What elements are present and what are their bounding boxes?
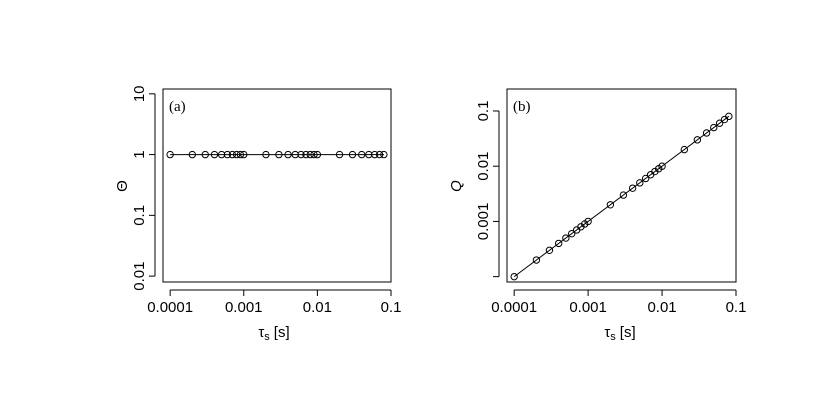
data-point-a <box>306 150 314 159</box>
y-axis-label-a: Θ <box>114 180 131 192</box>
marks-b <box>510 112 733 281</box>
x-tick-label-a: 0.1 <box>381 299 402 316</box>
data-point-a <box>335 150 344 159</box>
x-ticks-a: 0.0001 0.001 0.01 0.1 <box>147 289 402 316</box>
data-point-a <box>365 150 373 159</box>
data-point-b <box>636 179 644 187</box>
panel-label-a: (a) <box>169 99 186 115</box>
y-tick-label-b: 0.001 <box>475 203 492 241</box>
data-point-a <box>236 150 245 159</box>
data-point-a <box>188 150 196 159</box>
plot-frame-b <box>506 88 737 283</box>
x-axis-symbol-a: τ <box>258 324 264 341</box>
data-point-b <box>641 174 650 183</box>
data-point-a <box>217 150 226 159</box>
x-tick-label-b: 0.001 <box>569 299 607 316</box>
y-tick-label-a: 10 <box>131 85 148 102</box>
marks-a <box>166 150 388 159</box>
data-point-b <box>628 184 637 192</box>
x-tick-label-a: 0.01 <box>303 299 332 316</box>
x-axis-unit-a: [s] <box>274 324 290 341</box>
y-tick-label-a: 0.1 <box>131 205 148 226</box>
x-tick-label-b: 0.1 <box>726 299 747 316</box>
y-tick-label-b: 0.01 <box>475 152 492 181</box>
x-axis-label-a: τs [s] <box>258 324 289 343</box>
data-point-b <box>545 246 554 254</box>
x-tick-label-a: 0.0001 <box>147 299 193 316</box>
data-point-a <box>240 150 248 159</box>
data-point-a <box>310 150 318 159</box>
data-point-a <box>232 150 241 159</box>
data-point-a <box>358 150 366 159</box>
data-point-b <box>606 201 615 209</box>
data-point-a <box>201 150 209 159</box>
data-point-b <box>658 162 666 170</box>
data-point-b <box>702 129 711 137</box>
data-point-b <box>715 119 724 127</box>
data-point-b <box>562 234 570 242</box>
data-point-b <box>532 256 541 264</box>
data-point-b <box>554 239 563 248</box>
y-tick-label-a: 0.01 <box>131 262 148 291</box>
data-point-b <box>693 136 702 144</box>
data-point-a <box>210 150 219 159</box>
x-tick-label-b: 0.01 <box>647 299 676 316</box>
fit-line-b <box>513 115 730 278</box>
data-point-a <box>284 150 292 159</box>
data-point-b <box>680 145 689 154</box>
x-axis-symbol-b: τ <box>604 324 610 341</box>
y-tick-label-b: 0.1 <box>475 101 492 122</box>
data-point-b <box>584 217 592 226</box>
y-tick-label-a: 1 <box>131 150 148 158</box>
data-point-a <box>275 150 283 159</box>
y-axis-label-b: Q <box>448 180 465 192</box>
data-point-b <box>710 123 718 132</box>
data-point-b <box>510 272 518 281</box>
x-axis-subscript-a: s <box>264 331 270 343</box>
panel-b: 0.0001 0.001 0.01 0.1 0.001 0.01 0.1 (b) τs [s… <box>448 88 747 343</box>
data-point-a <box>228 150 237 159</box>
data-point-a <box>313 150 322 159</box>
data-point-a <box>348 150 357 159</box>
data-point-a <box>302 150 310 159</box>
x-tick-label-b: 0.0001 <box>491 299 537 316</box>
y-ticks-a: 0.01 0.1 1 10 <box>131 85 156 291</box>
x-axis-subscript-b: s <box>610 331 616 343</box>
data-point-a <box>380 150 388 159</box>
data-point-b <box>619 191 628 199</box>
data-point-a <box>166 150 174 159</box>
x-axis-unit-b: [s] <box>620 324 636 341</box>
data-point-a <box>262 150 270 159</box>
data-point-a <box>375 150 384 159</box>
data-point-a <box>223 150 232 159</box>
plot-frame-a <box>162 88 392 283</box>
data-point-b <box>725 112 733 121</box>
data-point-a <box>370 150 379 159</box>
x-tick-label-a: 0.001 <box>225 299 263 316</box>
x-ticks-b: 0.0001 0.001 0.01 0.1 <box>491 289 747 316</box>
data-point-a <box>291 150 299 159</box>
y-ticks-b: 0.001 0.01 0.1 <box>475 101 500 278</box>
x-axis-label-b: τs [s] <box>604 324 635 343</box>
data-point-a <box>297 150 305 159</box>
data-point-b <box>568 229 576 238</box>
panel-label-b: (b) <box>513 99 531 115</box>
